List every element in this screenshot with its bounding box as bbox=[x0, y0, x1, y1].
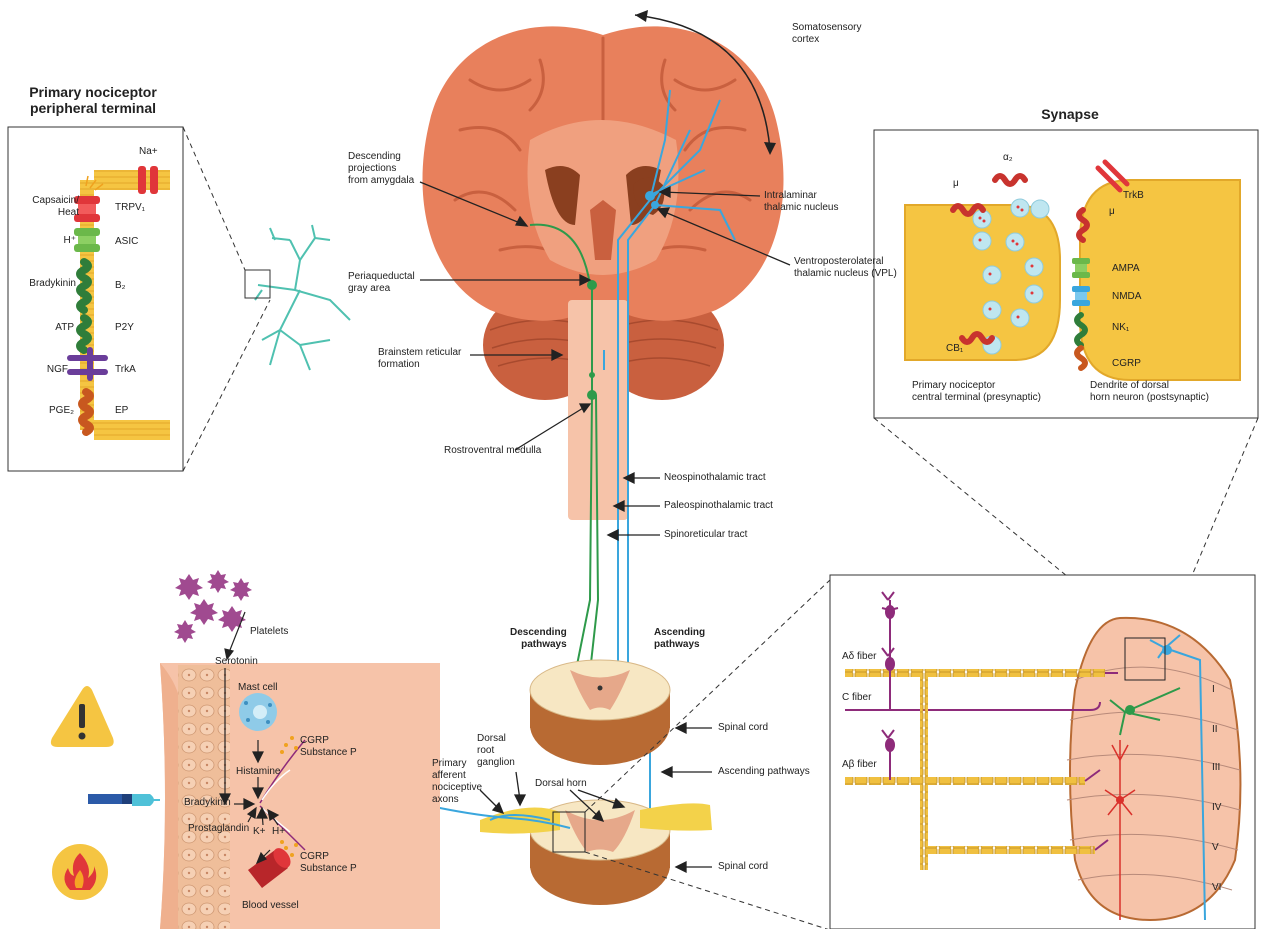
b2-receptor-icon bbox=[80, 262, 88, 310]
lamina-vi-label: VI bbox=[1212, 882, 1221, 894]
alpha2-label: α₂ bbox=[1003, 152, 1013, 164]
lamina-ii-label: II bbox=[1212, 724, 1218, 736]
peripheral-terminal-title: Primary nociceptor peripheral terminal bbox=[18, 84, 168, 116]
lamina-v-neuron-soma bbox=[1116, 796, 1124, 804]
platelets-icon bbox=[174, 570, 252, 643]
a-beta-fiber-label: Aβ fiber bbox=[842, 759, 877, 771]
descending-projections-label: Descending projections from amygdala bbox=[348, 151, 414, 187]
lamina-i-label: I bbox=[1212, 684, 1215, 696]
nmda-label: NMDA bbox=[1112, 291, 1141, 303]
brainstem-reticular-label: Brainstem reticular formation bbox=[378, 347, 461, 371]
synapse-title: Synapse bbox=[1020, 106, 1120, 122]
dorsal-horn-label: Dorsal horn bbox=[535, 778, 587, 790]
lamina-iii-label: III bbox=[1212, 762, 1220, 774]
lamina-ii-neuron-soma bbox=[1125, 705, 1135, 715]
dorsal-horn-laminae-panel bbox=[830, 575, 1255, 929]
lamina-v-label: V bbox=[1212, 842, 1219, 854]
lamina-i-neuron-soma bbox=[1162, 645, 1172, 655]
atp-label: ATP bbox=[30, 322, 74, 334]
histamine-label: Histamine bbox=[236, 766, 280, 778]
cell-membrane-top bbox=[94, 170, 170, 190]
periaqueductal-label: Periaqueductal gray area bbox=[348, 271, 415, 295]
intralaminar-label: Intralaminar thalamic nucleus bbox=[764, 190, 838, 214]
k-plus-label: K+ bbox=[253, 826, 266, 838]
postsynaptic-caption: Dendrite of dorsal horn neuron (postsyna… bbox=[1090, 380, 1209, 404]
cgrp-substance-p-upper-label: CGRP Substance P bbox=[300, 735, 357, 759]
ascending-pathways-label: Ascending pathways bbox=[654, 627, 705, 651]
neospinothalamic-label: Neospinothalamic tract bbox=[664, 472, 766, 484]
mu-pre-label: μ bbox=[953, 178, 959, 190]
prostaglandin-label: Prostaglandin bbox=[188, 823, 249, 835]
spinoreticular-label: Spinoreticular tract bbox=[664, 529, 747, 541]
mast-cell-icon bbox=[239, 693, 277, 731]
rostroventral-medulla-label: Rostroventral medulla bbox=[444, 445, 541, 457]
ascending-pathways-spinal-label: Ascending pathways bbox=[718, 766, 810, 778]
cgrp-substance-p-lower-label: CGRP Substance P bbox=[300, 851, 357, 875]
primary-afferent-label: Primary afferent nociceptive axons bbox=[432, 758, 482, 806]
postsynaptic-dendrite bbox=[1080, 180, 1240, 380]
pge2-label: PGE₂ bbox=[30, 405, 74, 417]
dorsal-root-ganglion-label: Dorsal root ganglion bbox=[477, 733, 515, 769]
mast-cell-label: Mast cell bbox=[238, 682, 277, 694]
trka-label: TrkA bbox=[115, 364, 136, 376]
a-delta-fiber-label: Aδ fiber bbox=[842, 651, 876, 663]
spinal-cord-label-lower: Spinal cord bbox=[718, 861, 768, 873]
cb1-label: CB₁ bbox=[946, 343, 963, 355]
fire-icon bbox=[52, 844, 108, 900]
bradykinin-skin-label: Bradykinin bbox=[184, 797, 231, 809]
h-plus-skin-label: H+ bbox=[272, 826, 285, 838]
zoom-square bbox=[245, 270, 270, 298]
synapse-panel bbox=[874, 130, 1258, 418]
vpl-label: Ventroposterolateral thalamic nucleus (V… bbox=[794, 256, 897, 280]
trkb-label: TrkB bbox=[1123, 190, 1144, 202]
ep-label: EP bbox=[115, 405, 128, 417]
b2-label: B₂ bbox=[115, 280, 126, 292]
na-plus-label: Na+ bbox=[139, 146, 158, 158]
p2y-label: P2Y bbox=[115, 322, 134, 334]
bradykinin-label: Bradykinin bbox=[14, 278, 76, 290]
paleospinothalamic-label: Paleospinothalamic tract bbox=[664, 500, 773, 512]
c-fiber-label: C fiber bbox=[842, 692, 871, 704]
skin-section bbox=[160, 663, 440, 929]
presynaptic-caption: Primary nociceptor central terminal (pre… bbox=[912, 380, 1041, 404]
somatosensory-cortex-label: Somatosensory cortex bbox=[792, 22, 861, 46]
platelets-label: Platelets bbox=[250, 626, 288, 638]
blood-vessel-label: Blood vessel bbox=[242, 900, 299, 912]
zoom-line bbox=[183, 300, 270, 471]
trpv1-label: TRPV₁ bbox=[115, 202, 145, 214]
h-plus-label: H⁺ bbox=[40, 235, 76, 247]
nk1-label: NK₁ bbox=[1112, 322, 1129, 334]
dorsal-root-ganglion bbox=[480, 808, 560, 834]
cell-membrane-bottom bbox=[94, 420, 170, 440]
ampa-label: AMPA bbox=[1112, 263, 1140, 275]
asic-label: ASIC bbox=[115, 236, 138, 248]
zoom-line bbox=[183, 127, 245, 270]
cgrp-label: CGRP bbox=[1112, 358, 1141, 370]
descending-pathways-label: Descending pathways bbox=[510, 627, 567, 651]
capsaicin-heat-label: Capsaicin/ Heat bbox=[19, 195, 79, 219]
warning-icon bbox=[51, 686, 114, 747]
spinal-cord-upper bbox=[530, 660, 670, 765]
lamina-iv-label: IV bbox=[1212, 802, 1221, 814]
peripheral-terminal-panel bbox=[8, 127, 183, 471]
mu-post-label: μ bbox=[1109, 206, 1115, 218]
ngf-label: NGF bbox=[30, 364, 68, 376]
spinal-cord-label-upper: Spinal cord bbox=[718, 722, 768, 734]
serotonin-label: Serotonin bbox=[215, 656, 258, 668]
needle-icon bbox=[88, 794, 160, 806]
